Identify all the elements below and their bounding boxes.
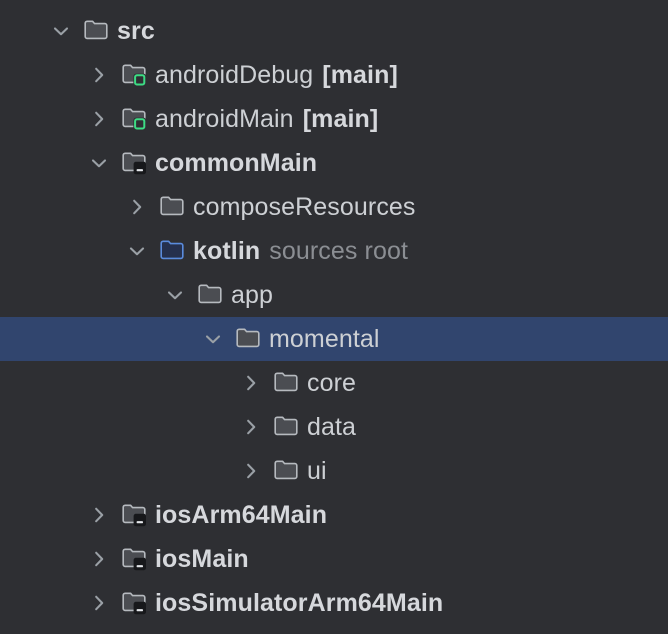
- tree-row-kotlin[interactable]: kotlin sources root: [0, 229, 668, 273]
- tree-row-name: androidMain: [155, 105, 294, 133]
- tree-row-iosMain[interactable]: iosMain: [0, 537, 668, 581]
- chevron-right-icon[interactable]: [240, 460, 262, 482]
- tree-row-name: app: [231, 281, 274, 309]
- folder-icon: [273, 413, 301, 441]
- folder-icon: [159, 193, 187, 221]
- chevron-right-icon[interactable]: [88, 504, 110, 526]
- chevron-right-icon[interactable]: [240, 416, 262, 438]
- tree-row-composeResources[interactable]: composeResources: [0, 185, 668, 229]
- tree-row-data[interactable]: data: [0, 405, 668, 449]
- chevron-down-icon[interactable]: [50, 20, 72, 42]
- tree-row-label: commonMain: [155, 149, 317, 177]
- chevron-right-icon[interactable]: [240, 372, 262, 394]
- folder-sources-root-icon: [159, 237, 187, 265]
- chevron-down-icon[interactable]: [202, 328, 224, 350]
- tree-row-ui[interactable]: ui: [0, 449, 668, 493]
- folder-multiplatform-source-set-icon: [121, 149, 149, 177]
- tree-row-label: ui: [307, 457, 327, 485]
- folder-icon: [83, 17, 111, 45]
- tree-row-label: composeResources: [193, 193, 416, 221]
- folder-multiplatform-source-set-icon: [121, 545, 149, 573]
- tree-row-suffix: [main]: [302, 105, 379, 133]
- tree-row-iosArm64Main[interactable]: iosArm64Main: [0, 493, 668, 537]
- tree-row-label: iosSimulatorArm64Main: [155, 589, 443, 617]
- tree-row-src[interactable]: src: [0, 9, 668, 53]
- folder-multiplatform-source-set-icon: [121, 501, 149, 529]
- tree-row-label: androidDebug [main]: [155, 61, 398, 89]
- tree-row-name: src: [117, 17, 155, 45]
- tree-row-label: core: [307, 369, 356, 397]
- tree-row-label: data: [307, 413, 356, 441]
- folder-icon: [273, 457, 301, 485]
- chevron-right-icon[interactable]: [126, 196, 148, 218]
- folder-icon: [197, 281, 225, 309]
- tree-row-name: iosMain: [155, 545, 249, 573]
- tree-row-core[interactable]: core: [0, 361, 668, 405]
- tree-row-suffix: [main]: [322, 61, 398, 89]
- tree-row-app[interactable]: app: [0, 273, 668, 317]
- folder-multiplatform-source-set-icon: [121, 589, 149, 617]
- tree-row-name: momental: [269, 325, 380, 353]
- tree-row-name: kotlin: [193, 237, 261, 265]
- tree-row-iosSimulatorArm64Main[interactable]: iosSimulatorArm64Main: [0, 581, 668, 625]
- tree-row-name: data: [307, 413, 357, 441]
- tree-row-commonMain[interactable]: commonMain: [0, 141, 668, 185]
- tree-row-name: core: [307, 369, 357, 397]
- folder-icon: [235, 325, 263, 353]
- tree-row-name: composeResources: [193, 193, 416, 221]
- chevron-down-icon[interactable]: [126, 240, 148, 262]
- tree-row-momental[interactable]: momental: [0, 317, 668, 361]
- chevron-right-icon[interactable]: [88, 108, 110, 130]
- tree-row-label: kotlin sources root: [193, 237, 408, 265]
- tree-row-androidMain[interactable]: androidMain [main]: [0, 97, 668, 141]
- tree-row-label: app: [231, 281, 273, 309]
- chevron-right-icon[interactable]: [88, 64, 110, 86]
- tree-row-label: iosMain: [155, 545, 249, 573]
- chevron-right-icon[interactable]: [88, 592, 110, 614]
- tree-row-name: iosSimulatorArm64Main: [155, 589, 444, 617]
- folder-android-source-set-icon: [121, 61, 149, 89]
- tree-row-name: iosArm64Main: [155, 501, 328, 529]
- chevron-right-icon[interactable]: [88, 548, 110, 570]
- tree-row-name: androidDebug: [155, 61, 314, 89]
- tree-row-name: commonMain: [155, 149, 318, 177]
- tree-row-label: iosArm64Main: [155, 501, 327, 529]
- tree-row-label: src: [117, 17, 155, 45]
- chevron-down-icon[interactable]: [164, 284, 186, 306]
- tree-row-label: momental: [269, 325, 380, 353]
- tree-row-androidDebug[interactable]: androidDebug [main]: [0, 53, 668, 97]
- tree-row-name: ui: [307, 457, 327, 485]
- tree-row-label: androidMain [main]: [155, 105, 378, 133]
- folder-icon: [273, 369, 301, 397]
- chevron-down-icon[interactable]: [88, 152, 110, 174]
- folder-android-source-set-icon: [121, 105, 149, 133]
- tree-row-hint: sources root: [269, 237, 409, 265]
